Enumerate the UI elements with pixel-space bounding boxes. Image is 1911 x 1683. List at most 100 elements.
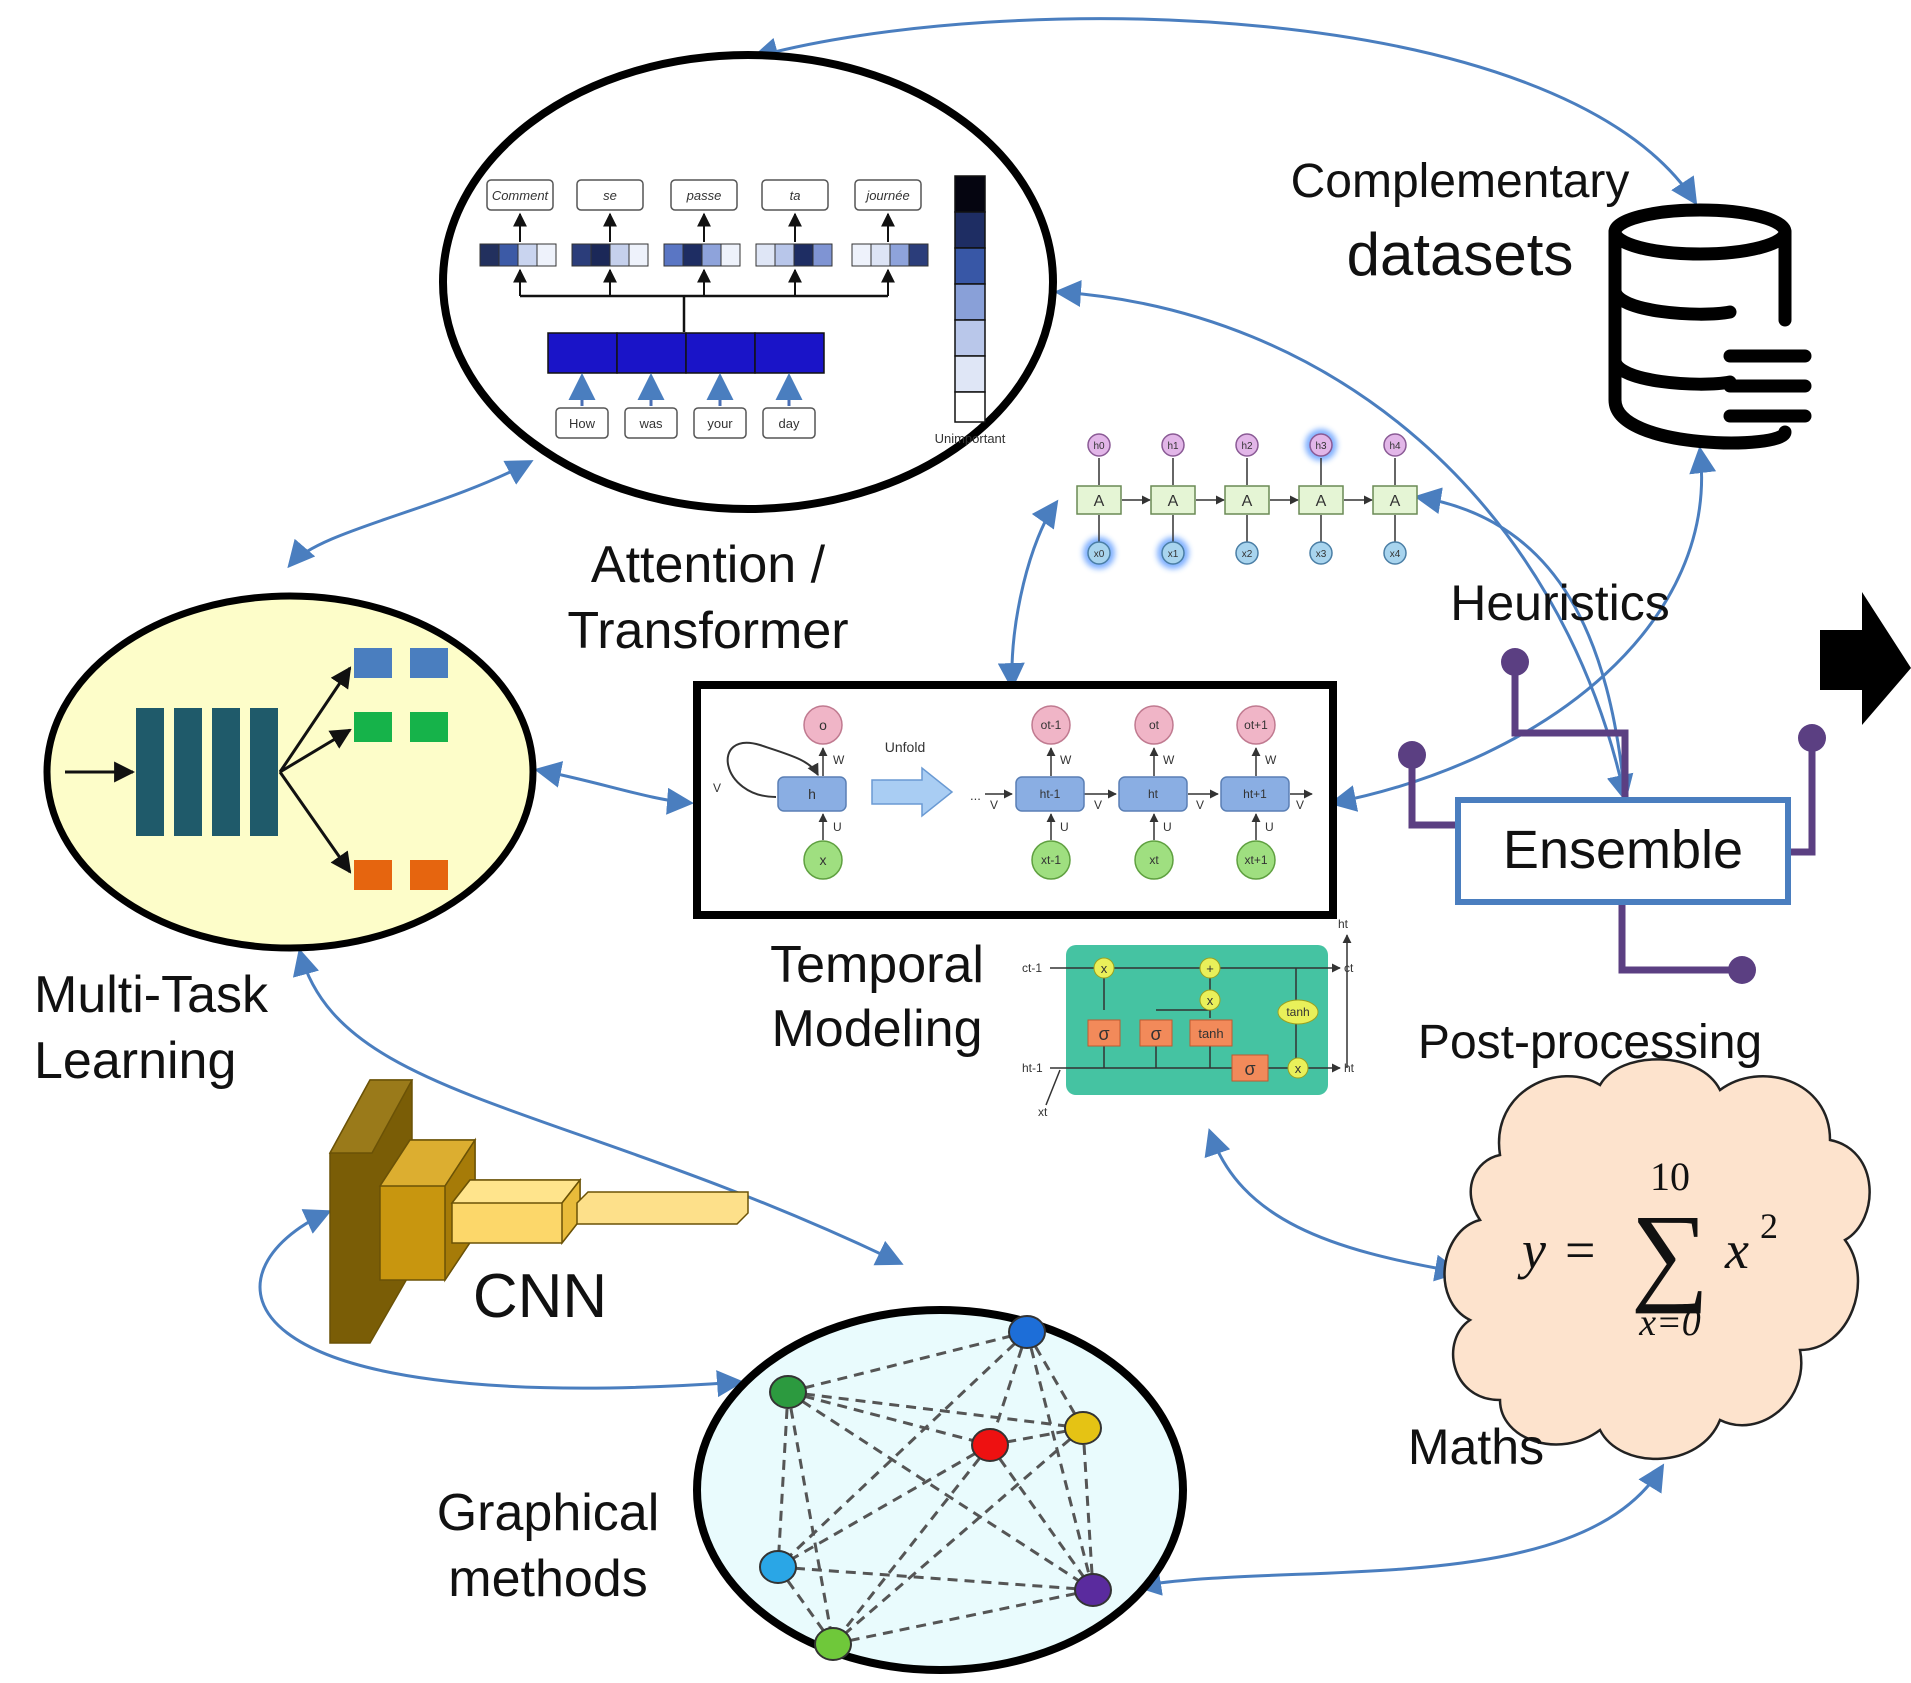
formula-lower: x=0 (1638, 1302, 1701, 1344)
arrow-attention-datasets (751, 17, 1698, 206)
lstm-sigma: σ (1098, 1024, 1109, 1044)
attention-encoder-bar (547, 332, 825, 374)
formula-exp: 2 (1760, 1206, 1778, 1246)
label-temporal-line2: Modeling (771, 1000, 982, 1058)
circuit-terminals (1398, 648, 1826, 984)
attention-scale-label: Unimportant (935, 431, 1006, 446)
rnn-v: V (990, 798, 998, 812)
rnn-folded-x: x (820, 852, 827, 868)
label-temporal-line1: Temporal (770, 936, 984, 994)
arrow-rnn-temporal (997, 499, 1059, 691)
rnn-input: x2 (1242, 549, 1253, 560)
formula-lhs: y (1517, 1220, 1546, 1280)
lstm-h-in: ht-1 (1022, 1061, 1043, 1075)
rnn-w: W (1265, 753, 1277, 767)
rnn-unfold-label: Unfold (885, 739, 925, 755)
rnn-u: U (1163, 820, 1172, 834)
rnn-cell: A (1242, 493, 1253, 510)
rnn-folded-w: W (833, 753, 845, 767)
label-maths: Maths (1408, 1419, 1544, 1475)
lstm-sigma: σ (1244, 1059, 1255, 1079)
rnn-hidden: h1 (1167, 441, 1179, 452)
lstm-times: x (1101, 961, 1108, 976)
rnn-step-h: ht-1 (1040, 787, 1061, 801)
rnn-u: U (1265, 820, 1274, 834)
rnn-chain: A A A A A h0 h1 h2 h3 h4 x0 x1 x2 x3 x4 (1076, 429, 1418, 569)
attention-output-word: ta (790, 188, 801, 203)
rnn-hidden: h2 (1241, 441, 1253, 452)
rnn-dots: ... (970, 788, 981, 803)
rnn-step-h: ht+1 (1243, 787, 1267, 801)
lstm-sigma: σ (1150, 1024, 1161, 1044)
rnn-v: V (1094, 798, 1102, 812)
attention-panel: Comment se passe ta journée (439, 51, 1057, 513)
arrow-graph-maths (1134, 1463, 1665, 1596)
attention-input-word: your (707, 416, 733, 431)
attention-input-word: was (638, 416, 663, 431)
attention-output-word: se (603, 188, 617, 203)
rnn-hidden: h3 (1315, 441, 1327, 452)
lstm-tanh: tanh (1286, 1005, 1309, 1019)
maths-formula: y = 10 ∑ x=0 x 2 (1517, 1154, 1778, 1344)
ensemble-box (1455, 797, 1791, 905)
rnn-hidden: h4 (1389, 441, 1401, 452)
lstm-times: x (1207, 993, 1214, 1008)
rnn-v: V (1196, 798, 1204, 812)
formula-term: x (1724, 1220, 1749, 1280)
lstm-cell: σ σ σ tanh x + x tanh x ct-1 ct ht-1 ht … (1022, 917, 1355, 1119)
temporal-panel: V o W h U x Unfold ... V V V V W (693, 681, 1337, 919)
label-postprocessing: Post-processing (1418, 1016, 1762, 1069)
rnn-step-x: xt (1149, 853, 1159, 867)
rnn-w: W (1163, 753, 1175, 767)
rnn-step-o: ot (1149, 718, 1160, 732)
rnn-step-x: xt-1 (1041, 853, 1061, 867)
cloud-shape (1443, 1058, 1871, 1460)
lstm-h-top: ht (1338, 917, 1349, 931)
label-attention-line1: Attention / (591, 536, 826, 594)
label-cnn: CNN (473, 1262, 607, 1331)
rnn-input: x4 (1390, 549, 1401, 560)
attention-output-word: Comment (492, 188, 550, 203)
rnn-cell: A (1168, 493, 1179, 510)
formula-sum: ∑ (1631, 1192, 1709, 1314)
ensemble-circuit (1408, 662, 1816, 974)
arrow-rnn-ensemble (1414, 487, 1627, 799)
arrow-attention-multitask (287, 460, 534, 569)
rnn-folded-h: h (808, 786, 816, 802)
cnn-block-icon (328, 1079, 749, 1344)
lstm-tanh: tanh (1198, 1026, 1223, 1041)
rnn-cell: A (1316, 493, 1327, 510)
label-multitask-line2: Learning (34, 1032, 236, 1090)
rnn-cell: A (1094, 493, 1105, 510)
label-multitask-line1: Multi-Task (34, 966, 269, 1024)
rnn-w: W (1060, 753, 1072, 767)
attention-weight-vectors (479, 243, 929, 267)
lstm-c-out: ct (1344, 961, 1354, 975)
attention-input-words: How was your day (555, 407, 816, 439)
label-graphical-line1: Graphical (437, 1484, 660, 1542)
rnn-cell: A (1390, 493, 1401, 510)
attention-importance-scale (954, 175, 986, 423)
formula-eq: = (1565, 1220, 1595, 1280)
rnn-hidden: h0 (1093, 441, 1105, 452)
rnn-v: V (1296, 798, 1304, 812)
rnn-input: x1 (1168, 549, 1179, 560)
lstm-plus: + (1206, 961, 1214, 976)
lstm-c-in: ct-1 (1022, 961, 1042, 975)
label-attention-line2: Transformer (567, 602, 848, 660)
unfold-arrow-icon (871, 766, 954, 818)
rnn-folded-u: U (833, 820, 842, 834)
arrow-multitask-temporal (534, 761, 695, 815)
database-icon (1608, 203, 1812, 450)
lstm-times: x (1295, 1061, 1302, 1076)
lstm-h-out: ht (1344, 1061, 1355, 1075)
label-ensemble: Ensemble (1503, 820, 1743, 880)
connector-arrows (258, 17, 1717, 1596)
rnn-folded-v: V (713, 781, 721, 795)
graph-panel (693, 1306, 1187, 1674)
arrow-lstm-maths (1204, 1128, 1462, 1282)
arrow-cnn-graph (258, 1209, 745, 1398)
rnn-step-o: ot-1 (1041, 718, 1062, 732)
label-datasets: datasets (1347, 221, 1574, 288)
